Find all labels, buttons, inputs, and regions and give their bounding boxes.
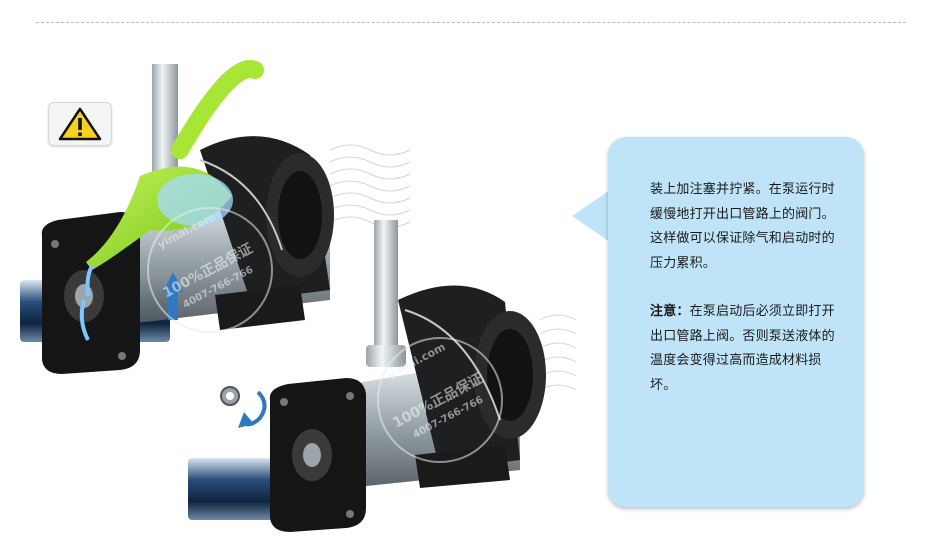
- pump-bottom: [188, 220, 546, 532]
- pump-top: [20, 60, 334, 374]
- warning-badge: [48, 102, 112, 146]
- step-paragraph: 装上加注塞并拧紧。在泵运行时缓慢地打开出口管路上的阀门。这样做可以保证除气和启动…: [650, 182, 835, 271]
- warning-triangle-icon: [58, 107, 102, 141]
- instruction-bubble: [608, 137, 864, 507]
- up-arrow-icon: [163, 272, 183, 320]
- rotate-arrow-icon: [238, 390, 267, 428]
- note-text: 在泵启动后必须立即打开出口管路上阀。否则泵送液体的温度会变得过高而造成材料损坏。: [650, 304, 835, 393]
- pump-illustration: yimai.com 100%正品保证 4007-766-766 yimai.co…: [20, 60, 577, 532]
- top-dashed-divider: [36, 22, 906, 23]
- note-paragraph: 注意：在泵启动后必须立即打开出口管路上阀。否则泵送液体的温度会变得过高而造成材料…: [650, 300, 836, 398]
- speech-bubble-tail: [572, 190, 610, 242]
- instruction-text: 装上加注塞并拧紧。在泵运行时缓慢地打开出口管路上的阀门。这样做可以保证除气和启动…: [650, 178, 836, 422]
- note-label: 注意：: [650, 304, 690, 319]
